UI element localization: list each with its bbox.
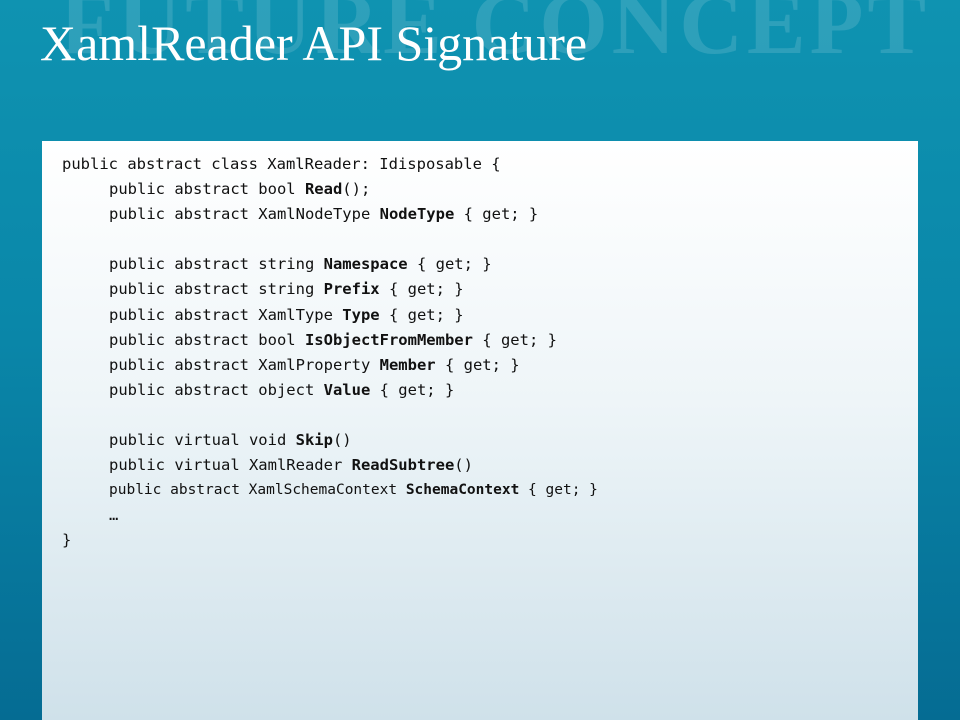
member-name: Value	[323, 380, 371, 399]
code-line-schemacontext: public abstract XamlSchemaContext Schema…	[62, 478, 598, 503]
code-text: { get; }	[407, 255, 492, 274]
member-name: Namespace	[323, 255, 408, 274]
code-blank-line	[62, 227, 598, 252]
code-line-ellipsis: …	[62, 503, 598, 528]
member-name: SchemaContext	[405, 482, 520, 499]
background-watermark: FUTURE CONCEPT	[60, 0, 931, 73]
code-text: ()	[454, 456, 473, 475]
code-line-type: public abstract XamlType Type { get; }	[62, 303, 598, 328]
code-text: public abstract XamlNodeType	[109, 205, 380, 224]
code-text: }	[62, 531, 72, 550]
slide-title: XamlReader API Signature	[40, 15, 588, 71]
code-line-isobjectfrommember: public abstract bool IsObjectFromMember …	[62, 328, 598, 353]
code-blank-line	[62, 403, 598, 428]
code-line-prefix: public abstract string Prefix { get; }	[62, 277, 598, 302]
member-name: ReadSubtree	[351, 456, 455, 475]
code-text: ()	[332, 431, 352, 450]
member-name: Type	[342, 305, 380, 324]
code-line-namespace: public abstract string Namespace { get; …	[62, 252, 598, 277]
code-text: public abstract object	[109, 380, 324, 399]
code-panel: public abstract class XamlReader: Idispo…	[42, 141, 918, 720]
code-text: { get; }	[454, 205, 539, 224]
code-text: { get; }	[379, 305, 464, 324]
code-text: public abstract string	[109, 280, 324, 299]
code-line-readsubtree: public virtual XamlReader ReadSubtree()	[62, 453, 598, 478]
code-block: public abstract class XamlReader: Idispo…	[62, 152, 598, 554]
code-line-close-brace: }	[62, 528, 598, 553]
code-text: public abstract bool	[109, 180, 305, 199]
code-text: public abstract bool	[109, 330, 305, 349]
code-text: public abstract XamlSchemaContext	[109, 482, 406, 499]
code-text: public abstract string	[109, 255, 324, 274]
code-text: ();	[342, 180, 371, 199]
code-text: …	[109, 506, 119, 525]
code-line-read: public abstract bool Read();	[62, 177, 598, 202]
code-line-member: public abstract XamlProperty Member { ge…	[62, 353, 598, 378]
code-text: public virtual XamlReader	[109, 456, 352, 475]
code-text: public virtual void	[109, 431, 296, 450]
member-name: Read	[304, 180, 343, 199]
code-text: public abstract XamlType	[109, 305, 343, 324]
code-line-nodetype: public abstract XamlNodeType NodeType { …	[62, 202, 598, 227]
code-line-class-declaration: public abstract class XamlReader: Idispo…	[62, 152, 598, 177]
code-text: public abstract class XamlReader: Idispo…	[62, 155, 501, 173]
code-line-value: public abstract object Value { get; }	[62, 378, 598, 403]
code-text: { get; }	[519, 482, 598, 499]
member-name: IsObjectFromMember	[304, 330, 473, 349]
code-text: { get; }	[370, 380, 455, 399]
member-name: Skip	[295, 431, 333, 450]
member-name: Member	[379, 355, 436, 374]
member-name: Prefix	[323, 280, 380, 299]
code-text: { get; }	[435, 355, 520, 374]
code-text: { get; }	[472, 330, 557, 349]
member-name: NodeType	[379, 205, 455, 224]
code-text: public abstract XamlProperty	[109, 355, 380, 374]
code-text: { get; }	[379, 280, 464, 299]
code-line-skip: public virtual void Skip()	[62, 428, 598, 453]
